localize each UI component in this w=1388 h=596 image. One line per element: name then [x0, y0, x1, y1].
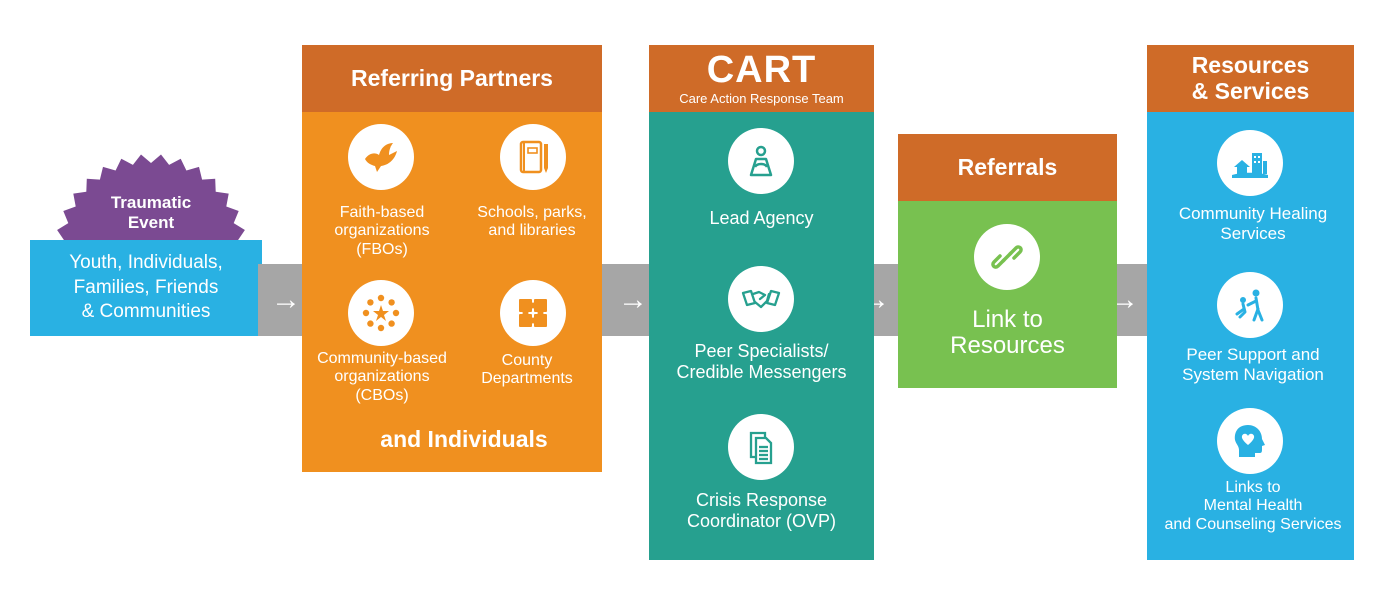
- head-heart-icon: [1217, 408, 1283, 474]
- badge-line-1: Traumatic: [110, 192, 192, 212]
- label-line: Crisis Response: [695, 490, 828, 510]
- person-pin-icon: [728, 128, 794, 194]
- label-line: Coordinator (OVP): [686, 510, 837, 531]
- label-line: Link to: [972, 306, 1043, 333]
- label-line: Departments: [481, 370, 573, 388]
- badge-line-2: Event: [127, 213, 175, 232]
- handshake-icon: [728, 266, 794, 332]
- resources-panel: Community Healing Services Peer Support …: [1147, 112, 1354, 560]
- dove-icon: [348, 124, 414, 190]
- resources-header: Resources & Services: [1147, 45, 1354, 112]
- community-healing-label: Community Healing Services: [1147, 204, 1359, 243]
- label-line: Links to: [1225, 479, 1281, 496]
- mental-health-label: Links to Mental Health and Counseling Se…: [1147, 479, 1359, 534]
- crisis-response-label: Crisis Response Coordinator (OVP): [649, 490, 874, 531]
- resources-title-line-2: & Services: [1191, 77, 1310, 104]
- notebook-icon: [500, 124, 566, 190]
- label-line: Credible Messengers: [676, 361, 847, 382]
- label-line: County: [501, 352, 553, 369]
- fbo-label: Faith-based organizations (FBOs): [302, 204, 462, 259]
- referrals-header: Referrals: [898, 134, 1117, 201]
- label-line: System Navigation: [1182, 364, 1324, 384]
- label-line: Services: [1220, 223, 1286, 243]
- label-line: organizations: [334, 368, 430, 386]
- chain-link-icon: [974, 224, 1040, 290]
- helping-hand-icon: [1217, 272, 1283, 338]
- label-line: and Counseling Services: [1164, 515, 1342, 533]
- cart-header: CART Care Action Response Team: [649, 45, 874, 112]
- referring-partners-panel: Faith-based organizations (FBOs) Schools…: [302, 112, 602, 472]
- cart-title: CART: [706, 49, 817, 91]
- arrow-glyph: →: [271, 283, 301, 316]
- label-line: organizations: [334, 222, 430, 240]
- label-line: Community-based: [317, 350, 447, 367]
- peer-specialists-label: Peer Specialists/ Credible Messengers: [649, 341, 874, 382]
- referrals-panel: Link to Resources: [898, 201, 1117, 388]
- referrals-title: Referrals: [957, 154, 1058, 180]
- referring-partners-header: Referring Partners: [302, 45, 602, 112]
- referring-footer: and Individuals: [380, 426, 548, 452]
- label-line: (FBOs): [356, 240, 408, 258]
- community-circle-icon: [348, 280, 414, 346]
- link-to-resources-label: Link to Resources: [898, 306, 1117, 360]
- town-icon: [1217, 130, 1283, 196]
- label-line: Schools, parks,: [477, 204, 587, 221]
- cbo-label: Community-based organizations (CBOs): [302, 350, 462, 405]
- label-line: Peer Support and: [1186, 345, 1320, 364]
- traumatic-event-badge: [55, 154, 247, 250]
- cart-panel: Lead Agency Peer Specialists/ Credible M…: [649, 112, 874, 560]
- label-line: (CBOs): [355, 386, 409, 404]
- label-line: Community Healing: [1178, 204, 1328, 223]
- schools-label: Schools, parks, and libraries: [452, 204, 612, 241]
- cart-subtitle: Care Action Response Team: [679, 91, 844, 106]
- people-box: Youth, Individuals, Families, Friends & …: [30, 240, 262, 336]
- arrow-glyph: →: [618, 283, 648, 316]
- and-individuals-label: and Individuals: [302, 426, 626, 452]
- peer-support-label: Peer Support and System Navigation: [1147, 345, 1359, 384]
- people-line-3: & Communities: [81, 301, 211, 323]
- label-line: Resources: [950, 332, 1065, 360]
- label-line: Peer Specialists/: [694, 341, 829, 361]
- referring-partners-title: Referring Partners: [351, 65, 553, 91]
- label-line: Mental Health: [1203, 497, 1303, 515]
- county-label: County Departments: [452, 352, 602, 389]
- resources-title-line-1: Resources: [1191, 52, 1310, 79]
- lead-agency-label: Lead Agency: [649, 208, 874, 229]
- documents-icon: [728, 414, 794, 480]
- people-line-1: Youth, Individuals,: [69, 251, 223, 273]
- puzzle-icon: [500, 280, 566, 346]
- label-line: Lead Agency: [709, 208, 814, 228]
- people-line-2: Families, Friends: [73, 276, 219, 298]
- traumatic-event-label: Traumatic Event: [60, 188, 242, 238]
- label-line: and libraries: [488, 222, 576, 240]
- label-line: Faith-based: [339, 204, 425, 221]
